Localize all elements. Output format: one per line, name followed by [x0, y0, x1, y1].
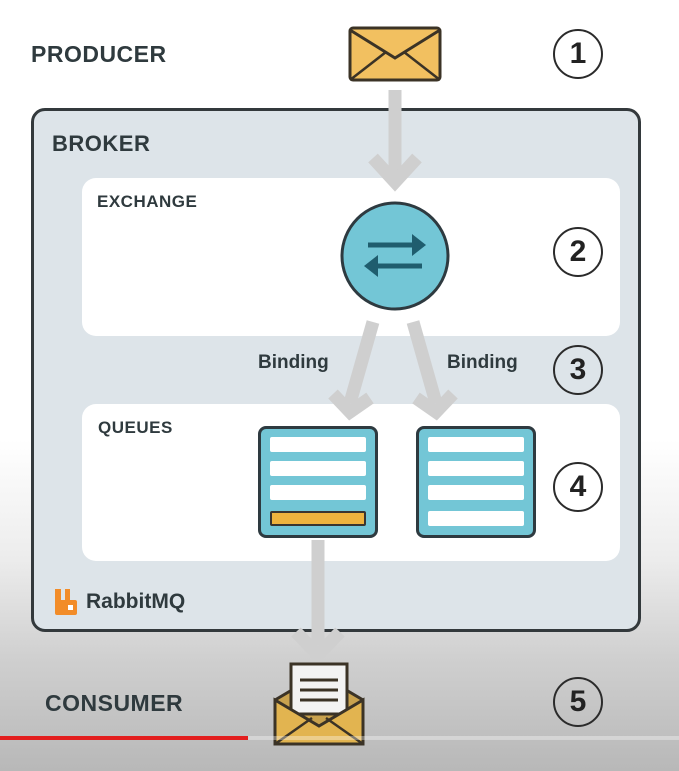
step-4-badge: 4 [553, 462, 603, 512]
step-5-badge: 5 [553, 677, 603, 727]
arrow-queue-to-consumer [291, 540, 345, 665]
queue-right [416, 426, 536, 538]
queue-slot [428, 437, 524, 452]
video-progress-bar[interactable] [0, 736, 679, 740]
step-3-badge: 3 [553, 345, 603, 395]
queued-message [270, 511, 366, 526]
brand-label: RabbitMQ [86, 590, 186, 613]
swap-arrows-icon [338, 200, 452, 312]
step-1-badge: 1 [553, 29, 603, 79]
rabbitmq-logo-icon [53, 587, 79, 615]
queue-slot [428, 461, 524, 476]
exchange-label: EXCHANGE [97, 192, 198, 211]
envelope-icon [348, 26, 442, 82]
step-2-badge: 2 [553, 227, 603, 277]
queue-slot [428, 485, 524, 500]
queue-slot [270, 485, 366, 500]
consumer-label: CONSUMER [45, 690, 184, 716]
queue-slot [428, 511, 524, 526]
producer-label: PRODUCER [31, 41, 167, 67]
broker-label: BROKER [52, 131, 151, 156]
arrow-binding-right [406, 320, 458, 421]
open-envelope-icon [272, 660, 366, 746]
queue-left [258, 426, 378, 538]
queue-slot [270, 461, 366, 476]
binding-right-label: Binding [447, 352, 518, 373]
binding-left-label: Binding [258, 352, 329, 373]
arrow-producer-to-exchange [368, 90, 422, 192]
video-progress-fill [0, 736, 248, 740]
queue-slot [270, 437, 366, 452]
arrow-binding-left [328, 320, 380, 421]
queues-label: QUEUES [98, 418, 173, 437]
